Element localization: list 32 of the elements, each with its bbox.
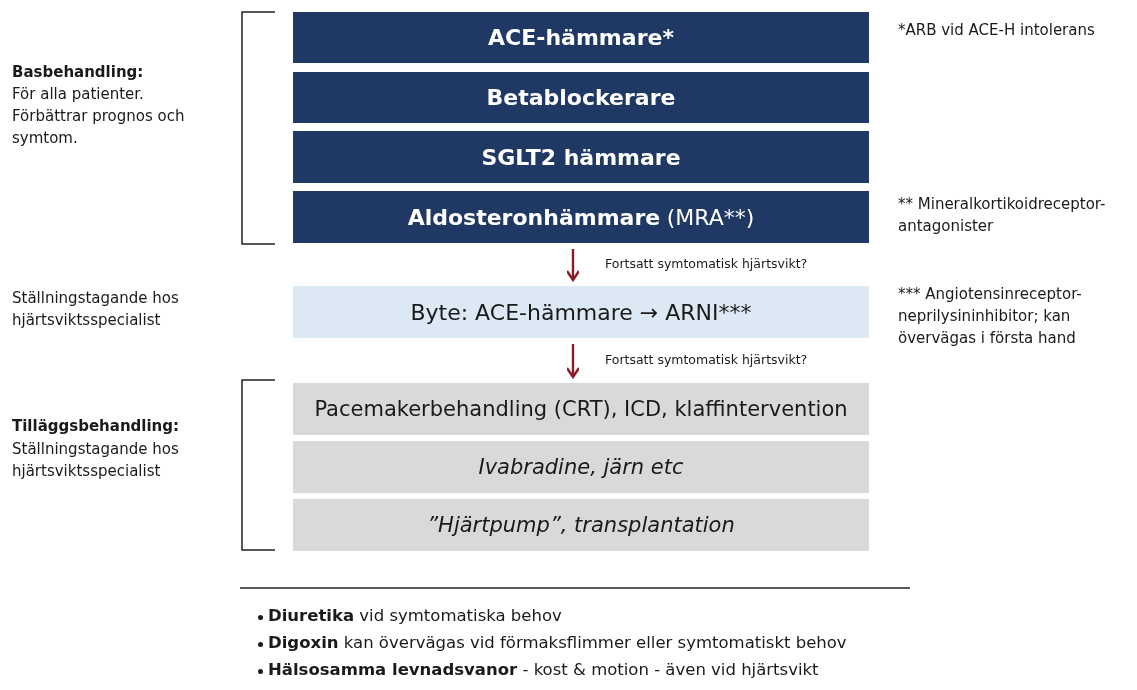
footnote: ** Mineralkortikoidreceptor-antagonister (898, 194, 1107, 237)
section-description: För alla patienter. Förbättrar prognos och symtom. (12, 84, 186, 149)
treatment-label: SGLT2 hämmare (481, 144, 681, 170)
bullet-item: Digoxin kan övervägas vid förmaksflimmer eller symtomatiskt behov (268, 632, 848, 654)
footnote: *ARB vid ACE-H intolerans (898, 20, 1096, 41)
treatment-label: Aldosteronhämmare (407, 204, 661, 230)
treatment-bar (293, 72, 869, 123)
section-description: Ställningstagande hos hjärtsviktsspecialist (12, 439, 180, 482)
edge-label: Fortsatt symtomatisk hjärtsvikt? (603, 351, 810, 367)
bullet-item: Diuretika vid symtomatiska behov (268, 605, 563, 627)
treatment-label: (MRA**) (666, 204, 755, 230)
down-arrow (565, 344, 581, 379)
treatment-bar (293, 191, 869, 243)
treatment-label: Byte: ACE-hämmare → ARNI*** (410, 299, 752, 325)
down-arrow (565, 249, 581, 282)
section-heading: Tilläggsbehandling: (12, 416, 180, 437)
bullet-item: Hälsosamma levnadsvanor - kost & motion - även vid hjärtsvikt (268, 659, 820, 681)
treatment-bar (293, 131, 869, 183)
section-heading: Basbehandling: (12, 62, 145, 83)
section-description: Ställningstagande hos hjärtsviktsspecialist (12, 288, 180, 331)
treatment-label: ACE-hämmare* (488, 25, 674, 50)
footnote: *** Angiotensinreceptor-neprilysininhibitor; kan övervägas i första hand (898, 284, 1083, 349)
treatment-box (293, 441, 869, 493)
treatment-box (293, 383, 869, 435)
treatment-label: ”Hjärtpump”, transplantation (427, 513, 735, 537)
treatment-box (293, 499, 869, 551)
treatment-label: Ivabradine, järn etc (478, 455, 684, 479)
treatment-label: Betablockerare (486, 85, 676, 110)
treatment-bar (293, 12, 869, 63)
treatment-label: Pacemakerbehandling (CRT), ICD, klaffintervention (314, 397, 848, 421)
edge-label: Fortsatt symtomatisk hjärtsvikt? (603, 255, 810, 271)
treatment-box (293, 286, 869, 338)
